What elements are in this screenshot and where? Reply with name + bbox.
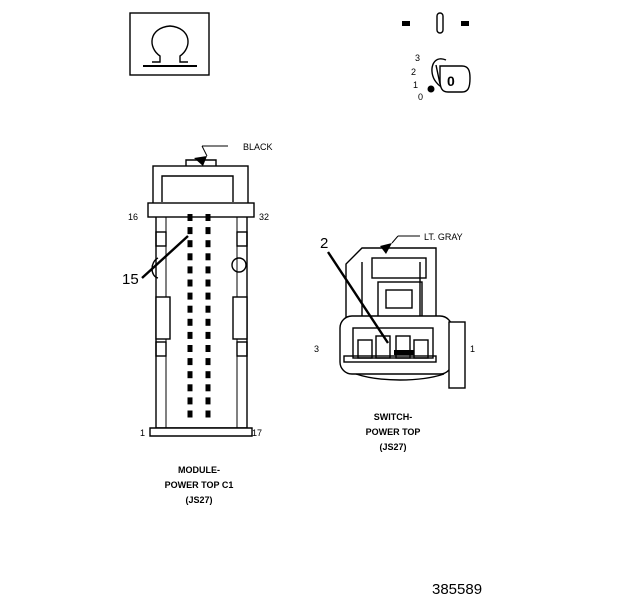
c1-pin-cavity (187, 214, 193, 221)
ignition-pos-1: 1 (413, 80, 418, 90)
switch-caption-line2: POWER TOP (366, 427, 421, 437)
c1-caption-line2: POWER TOP C1 (165, 480, 234, 490)
c1-pin-cavity (187, 266, 193, 274)
switch-pin-3: 3 (314, 344, 319, 354)
c1-pin-cavity (205, 305, 211, 313)
c1-pin-cavity (187, 371, 193, 379)
c1-pin-cavity (187, 410, 193, 418)
ignition-key-label: 0 (447, 73, 455, 89)
c1-pin-cavity (187, 279, 193, 287)
c1-pin-cavity (187, 345, 193, 352)
switch-connector: LT. GRAY 3 1 2 SWITCH- POWER TOP (JS27) (314, 232, 475, 452)
switch-caption-line3: (JS27) (379, 442, 406, 452)
c1-pin-cavity (205, 331, 211, 339)
c1-pin-cavity (205, 253, 211, 261)
c1-pin-cavity (205, 240, 211, 248)
c1-pin-cavity (187, 384, 193, 392)
module-connector-c1: BLACK 16 32 1 17 15 MODULE- POWER TOP C1… (122, 142, 273, 505)
c1-pin-17: 17 (252, 428, 262, 438)
c1-pin-grid (187, 214, 211, 418)
c1-pin-cavity (205, 266, 211, 274)
c1-pin-cavity (205, 358, 211, 366)
c1-pin-cavity (205, 227, 211, 235)
c1-pin-16: 16 (128, 212, 138, 222)
omega-symbol-icon (129, 12, 210, 76)
c1-caption-line3: (JS27) (185, 495, 212, 505)
c1-pin-cavity (187, 292, 193, 300)
c1-pin-cavity (205, 214, 211, 221)
switch-caption-line1: SWITCH- (374, 412, 413, 422)
c1-pin-cavity (187, 358, 193, 366)
switch-callout-2: 2 (320, 235, 328, 252)
ignition-pos-3: 3 (415, 53, 420, 63)
c1-pin-1: 1 (140, 428, 145, 438)
c1-pin-cavity (187, 397, 193, 405)
ignition-pos-2: 2 (411, 67, 416, 77)
c1-wire-color: BLACK (243, 142, 273, 152)
c1-pin-cavity (187, 305, 193, 313)
c1-pin-cavity (205, 397, 211, 405)
c1-pin-cavity (187, 331, 193, 339)
figure-number: 385589 (432, 581, 482, 598)
c1-pin-cavity (205, 410, 211, 418)
c1-pin-cavity (205, 292, 211, 300)
ignition-key-icon: 3 2 1 0 0 (402, 12, 471, 102)
c1-pin-cavity (205, 371, 211, 379)
c1-pin-32: 32 (259, 212, 269, 222)
c1-pin-cavity (205, 318, 211, 326)
c1-pin-cavity (187, 240, 193, 248)
c1-caption-line1: MODULE- (178, 465, 220, 475)
c1-pin-cavity (187, 227, 193, 235)
switch-pin-1: 1 (470, 344, 475, 354)
ignition-pos-0: 0 (418, 92, 423, 102)
c1-pin-cavity (205, 345, 211, 352)
c1-pin-cavity (205, 384, 211, 392)
c1-pin-cavity (187, 318, 193, 326)
c1-callout-15: 15 (122, 271, 139, 288)
switch-wire-color: LT. GRAY (424, 232, 463, 242)
c1-pin-cavity (187, 253, 193, 261)
c1-pin-cavity (205, 279, 211, 287)
